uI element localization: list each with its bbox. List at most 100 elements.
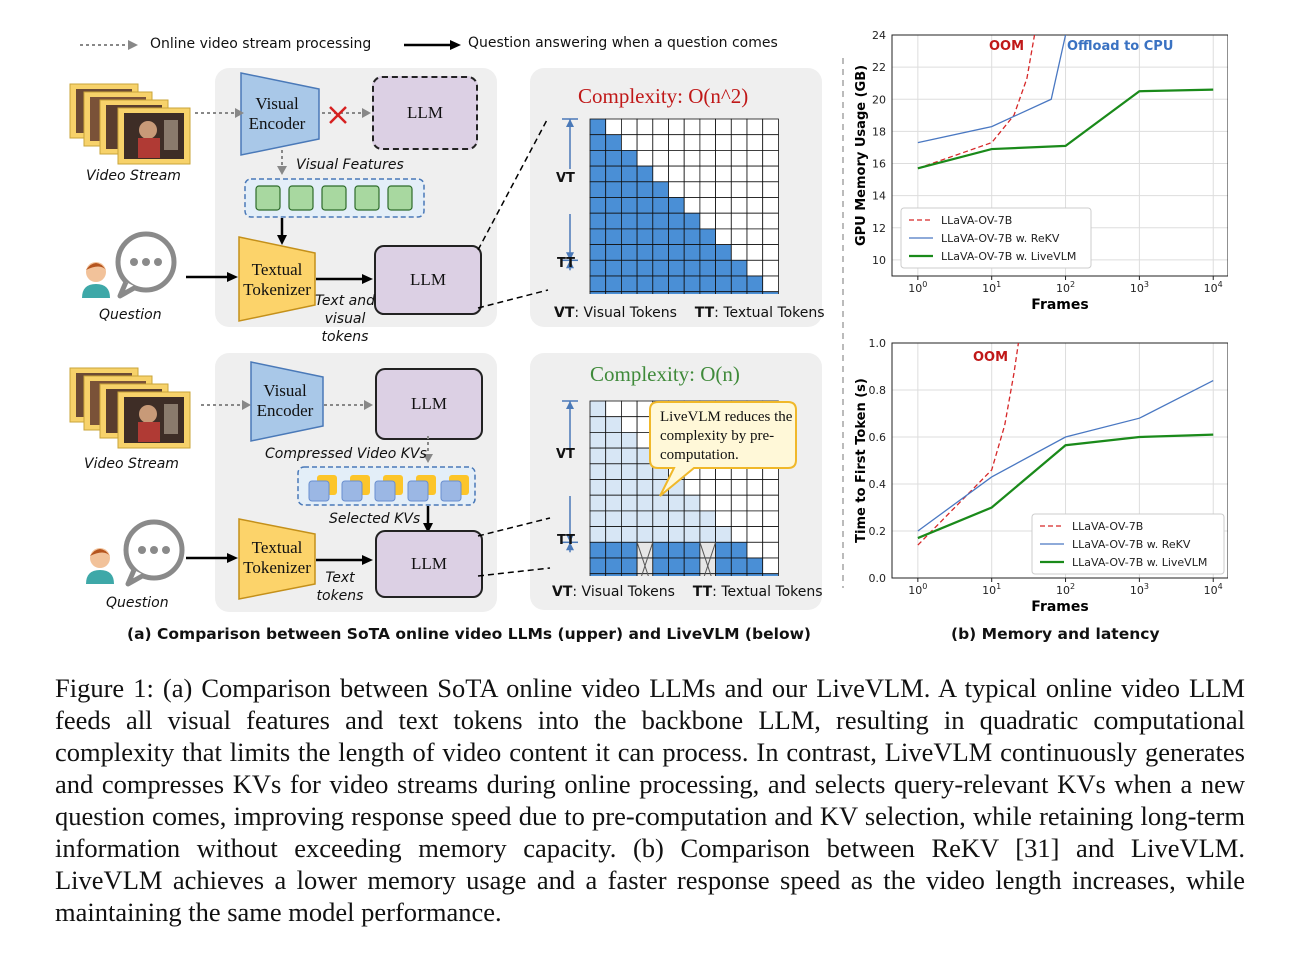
matrix-cell [652,118,669,136]
y-tick-label: 14 [872,190,886,203]
matrix-cell [746,212,764,230]
matrix-cell [605,197,622,214]
matrix-cell [715,118,732,136]
matrix-cell [683,118,701,136]
matrix-cell [746,150,764,167]
upper-zoom-lines [477,117,549,309]
tt-label-upper: TT [557,256,576,271]
matrix-cell [746,573,764,576]
matrix-cell [621,228,638,246]
matrix-cell [636,212,654,230]
matrix-cell [683,541,701,559]
llm-bottom-lower: LLM [375,530,483,598]
matrix-cell [636,510,654,528]
matrix-cell [699,244,716,261]
matrix-cell [636,244,654,261]
matrix-cell [621,541,638,559]
matrix-cell [589,150,607,167]
compressed-kvs-label: Compressed Video KVs [265,446,427,462]
matrix-cell [621,118,638,136]
llm-dashed-upper: LLM [372,76,478,150]
matrix-cell [730,291,748,294]
matrix-cell [589,228,607,246]
x-tick-label: 102 [1056,582,1075,597]
panel-separator [842,58,844,588]
matrix-cell [652,557,669,575]
matrix-cell [730,118,748,136]
series-line-llava-ov-7b [917,343,1020,546]
matrix-cell [762,197,779,214]
matrix-cell [652,244,669,261]
figure-caption: Figure 1: (a) Comparison between SoTA on… [55,673,1245,927]
matrix-cell [683,275,701,293]
matrix-cell [636,118,654,136]
matrix-cell [621,557,638,575]
matrix-cell [636,291,654,294]
matrix-cell [668,291,685,294]
question-person-icon-lower [86,519,185,587]
matrix-cell [699,291,716,294]
matrix-cell [589,181,607,198]
matrix-cell [683,150,701,167]
matrix-cell [668,212,685,230]
x-tick-label: 102 [1056,280,1075,295]
question-to-tokenizer-arrow-lower [186,553,238,563]
compressed-kvs-tokens [297,466,476,506]
question-person-icon-upper [82,231,177,299]
matrix-cell [699,165,716,183]
matrix-cell [589,165,607,183]
matrix-cell [668,244,685,261]
matrix-cell [668,134,685,151]
matrix-cell [605,416,622,433]
video-stream-label-lower: Video Stream [84,456,179,472]
matrix-cell [589,291,607,294]
y-tick-label: 12 [872,222,886,235]
matrix-cell [621,573,638,576]
matrix-cell [621,275,638,293]
matrix-cell [589,494,607,512]
series-line-llava-ov-7b-w-livevlm [917,88,1214,170]
matrix-cell [605,573,622,576]
llm-top-lower: LLM [375,368,483,440]
matrix-cell [621,197,638,214]
matrix-cell [746,228,764,246]
series-line-llava-ov-7b-w-rekv [917,380,1214,532]
matrix-cell [683,557,701,575]
textual-tokenizer-upper: Textual Tokenizer [243,260,311,299]
matrix-cell [636,134,654,151]
series-line-llava-ov-7b-w-livevlm [917,433,1214,540]
matrix-cell [636,259,654,277]
matrix-cell [762,573,779,576]
matrix-cell [746,541,764,559]
matrix-cell [652,228,669,246]
matrix-cell [605,228,622,246]
subcaption-b: (b) Memory and latency [951,625,1160,643]
matrix-cell [621,150,638,167]
matrix-legend-lower: VT: Visual Tokens TT: Textual Tokens [552,584,823,600]
tokenizer-to-llm-arrow-lower [316,555,373,565]
subcaption-a: (a) Comparison between SoTA online video… [127,625,811,643]
legend-label: LLaVA-OV-7B w. LiveVLM [941,250,1076,263]
matrix-cell [636,165,654,183]
matrix-cell [605,400,622,418]
matrix-cell [636,573,654,576]
matrix-cell [746,557,764,575]
y-tick-label: 18 [872,125,886,138]
visual-features-tokens [244,178,425,218]
matrix-cell [683,573,701,576]
matrix-cell [589,212,607,230]
matrix-cell [730,181,748,198]
y-tick-label: 0.6 [869,431,887,444]
matrix-cell [589,197,607,214]
matrix-cell [605,432,622,449]
y-tick-label: 16 [872,158,886,171]
matrix-cell [730,275,748,293]
matrix-cell [621,526,638,543]
matrix-cell [699,510,716,528]
question-label-lower: Question [106,595,169,611]
matrix-cell [636,197,654,214]
chart-annotation: OOM [973,350,1008,365]
matrix-cell [746,526,764,543]
llm-upper: LLM [374,245,482,315]
